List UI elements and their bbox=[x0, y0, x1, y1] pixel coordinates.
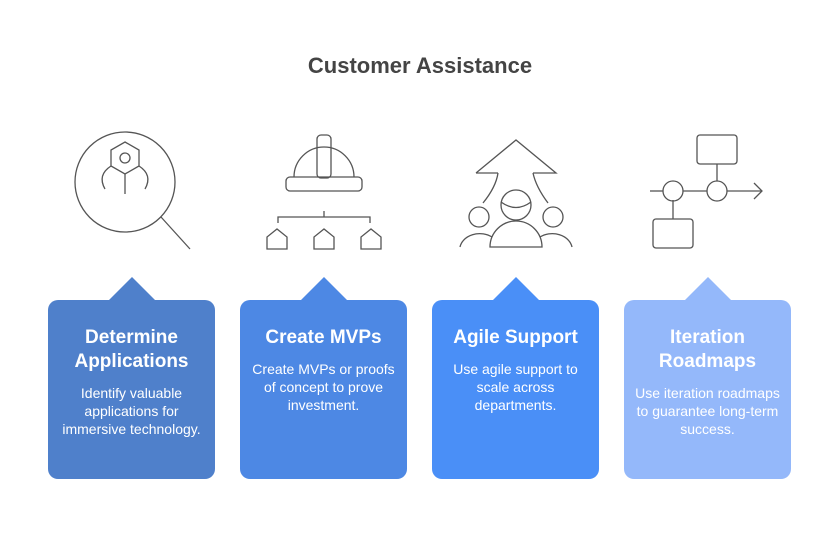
card-create-mvps: Create MVPs Create MVPs or proofs of con… bbox=[240, 277, 407, 479]
page-title: Customer Assistance bbox=[307, 53, 533, 78]
card-text: Identify valuable applications for immer… bbox=[62, 385, 201, 437]
card-iteration-roadmaps: Iteration Roadmaps Use iteration roadmap… bbox=[624, 277, 791, 479]
card-pointer bbox=[108, 277, 156, 301]
card-agile-support: Agile Support Use agile support to scale… bbox=[432, 277, 599, 479]
hardhat-hierarchy-icon bbox=[266, 134, 382, 250]
card-text: Use agile support to scale across depart… bbox=[453, 361, 578, 413]
card-title: Iteration Roadmaps bbox=[658, 327, 757, 372]
card-pointer bbox=[492, 277, 540, 301]
magnifier-robot-claw-icon bbox=[74, 131, 191, 250]
team-growth-arrow-icon bbox=[459, 139, 573, 248]
card-text: Create MVPs or proofs of concept to prov… bbox=[252, 361, 395, 413]
roadmap-flow-icon bbox=[650, 134, 763, 249]
card-title: Determine Applications bbox=[74, 327, 189, 372]
card-title: Create MVPs bbox=[265, 327, 382, 348]
card-pointer bbox=[684, 277, 732, 301]
card-text: Use iteration roadmaps to guarantee long… bbox=[635, 385, 780, 437]
card-pointer bbox=[300, 277, 348, 301]
card-title: Agile Support bbox=[453, 327, 578, 348]
card-determine-applications: Determine Applications Identify valuable… bbox=[48, 277, 215, 479]
